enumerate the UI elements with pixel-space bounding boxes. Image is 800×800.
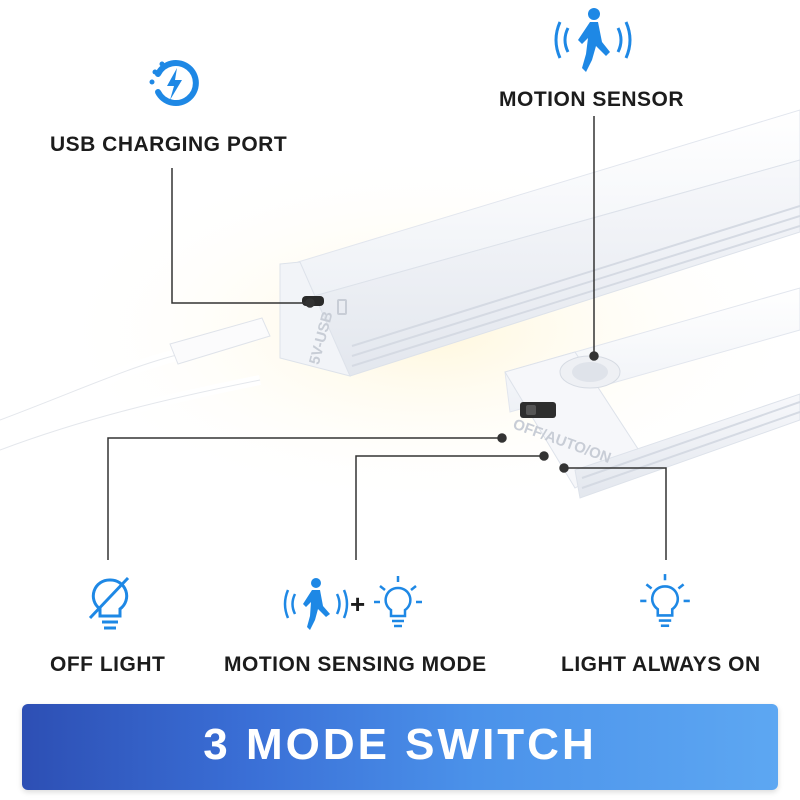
- upper-light-bar: 5V-USB: [279, 109, 800, 377]
- charging-bolt-icon: [149, 60, 199, 106]
- plus-sign: +: [350, 589, 366, 619]
- mode-motion-label: MOTION SENSING MODE: [224, 653, 487, 676]
- usb-cable: [0, 317, 271, 455]
- mode-off-label: OFF LIGHT: [50, 653, 166, 676]
- bulb-off-icon: [88, 576, 130, 630]
- bulb-on-icon: [374, 576, 422, 628]
- mode-switch-banner: 3 MODE SWITCH: [22, 704, 778, 790]
- motion-sensor-label: MOTION SENSOR: [499, 88, 685, 111]
- lower-light-bar: OFF/AUTO/ON: [504, 287, 800, 499]
- connector-lines: [107, 116, 667, 560]
- banner-title: 3 MODE SWITCH: [203, 720, 597, 769]
- usb-port-label: USB CHARGING PORT: [50, 133, 288, 156]
- walking-person-icon: [283, 578, 349, 630]
- mode-on-label: LIGHT ALWAYS ON: [561, 653, 761, 676]
- walking-person-icon: [554, 8, 632, 72]
- bulb-on-icon: [640, 574, 690, 628]
